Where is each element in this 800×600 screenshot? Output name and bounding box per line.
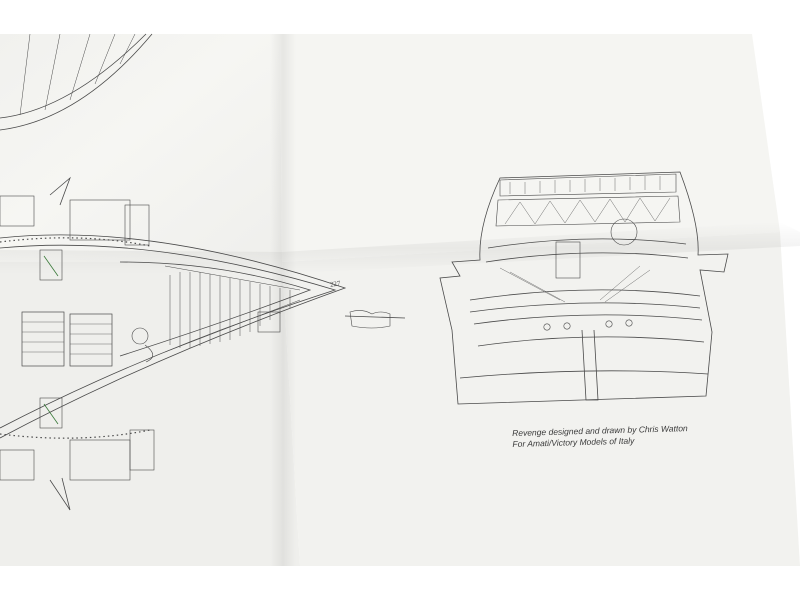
deck-plan-drawing <box>0 176 406 511</box>
stern-elevation-drawing <box>439 171 729 405</box>
paper-sheet <box>0 34 800 566</box>
top-circle-drawing <box>0 33 153 131</box>
part-number-label: 227 <box>329 279 342 289</box>
deck-green-highlights <box>43 255 59 425</box>
